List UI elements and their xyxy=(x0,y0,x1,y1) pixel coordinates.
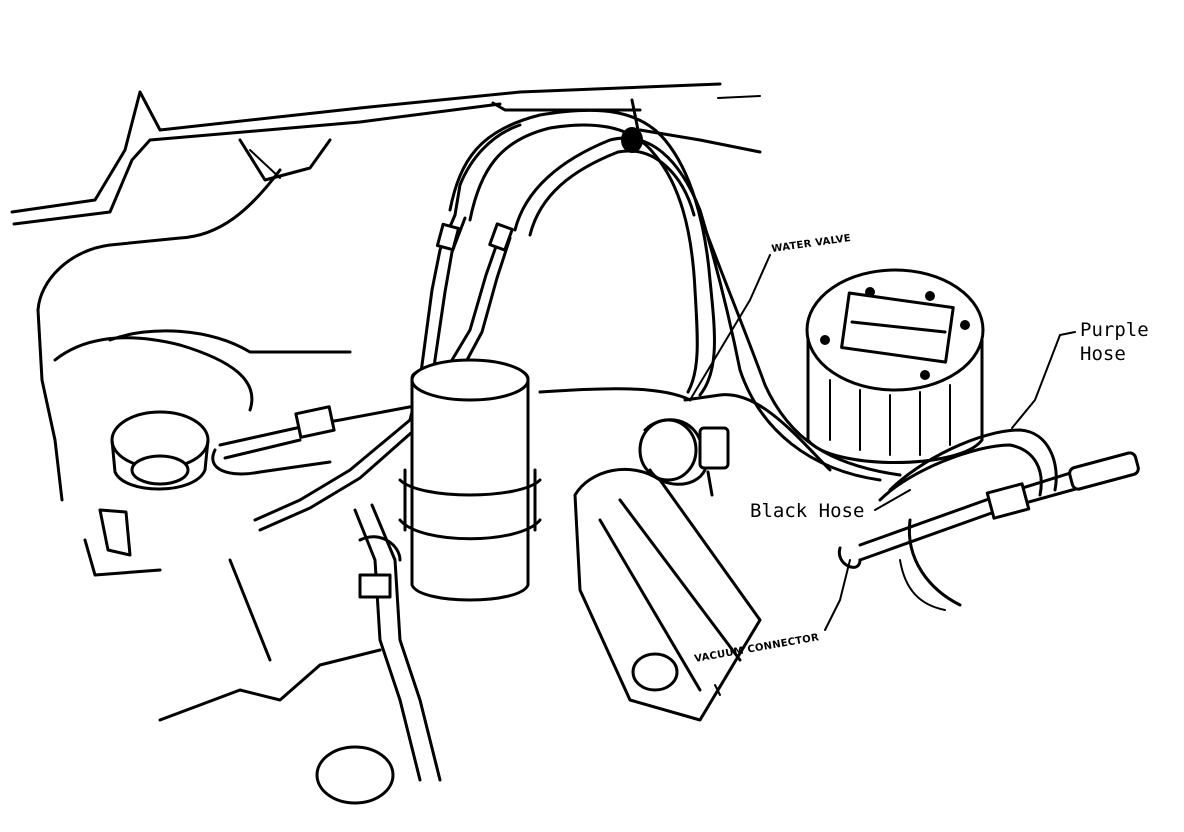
lower-left-component xyxy=(158,558,395,805)
vacuum-reservoir xyxy=(805,268,985,464)
lower-hose xyxy=(353,503,442,782)
water-valve xyxy=(538,387,832,497)
purple-hose-path xyxy=(878,428,1058,611)
fuel-filter-canister xyxy=(398,358,542,602)
purple-hose-label-line2: Hose xyxy=(1080,343,1126,365)
air-intake xyxy=(573,467,762,722)
upper-hose-bundle xyxy=(448,98,902,482)
vacuum-line xyxy=(837,451,1140,569)
purple-hose-label-line1: Purple xyxy=(1080,319,1149,341)
black-hose-label: Black Hose xyxy=(750,500,864,522)
water-valve-label: WATER VALVE xyxy=(771,233,852,255)
callout-leaders xyxy=(689,254,1076,631)
steel-line xyxy=(211,403,422,476)
brake-master-cylinder xyxy=(83,410,210,577)
left-inner-fender xyxy=(36,138,352,502)
